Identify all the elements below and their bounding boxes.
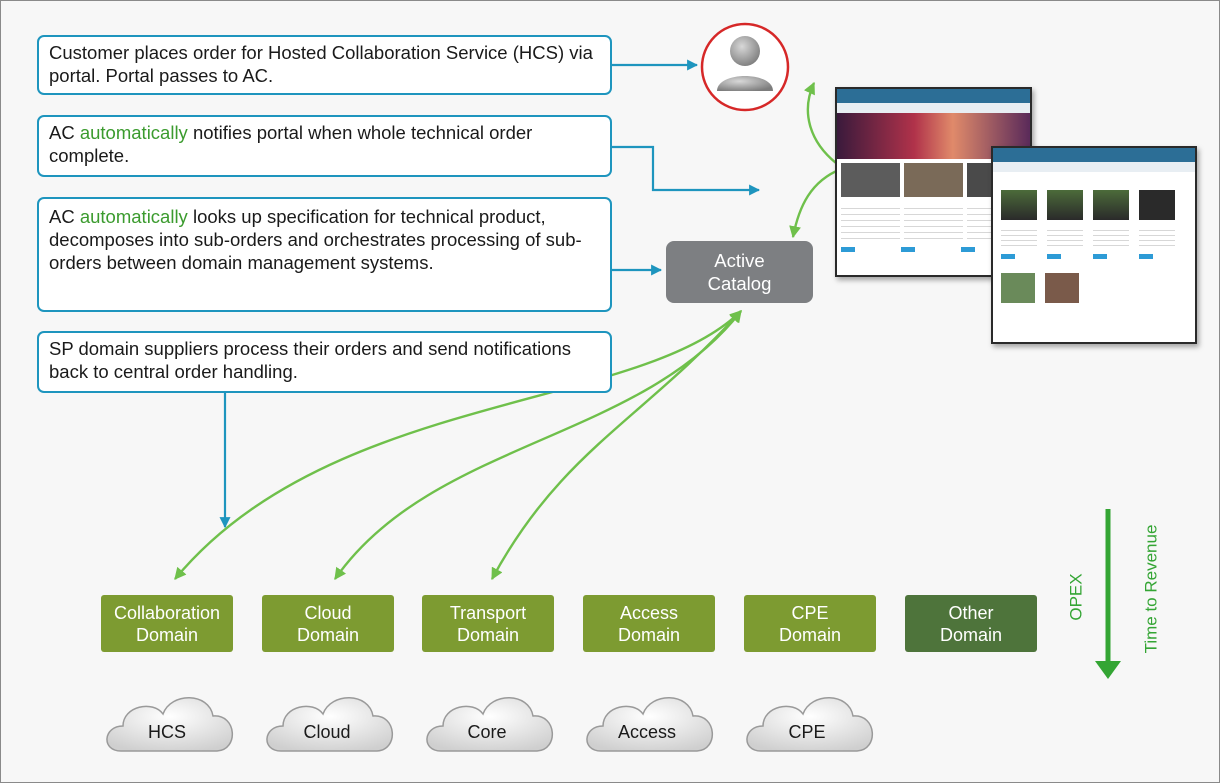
portal-catalog-arrow-down: [789, 167, 842, 239]
cloud-label-access: Access: [617, 722, 677, 742]
cloud-icon: [266, 697, 393, 752]
cloud-label-cpe: CPE: [788, 722, 826, 742]
portal-screenshot-front: [835, 87, 1032, 277]
time-to-revenue-label: Time to Revenue: [1141, 524, 1161, 654]
domain-line1: Cloud: [304, 602, 352, 623]
domain-line2: Domain: [456, 624, 519, 645]
note-highlight: automatically: [79, 206, 188, 227]
active-catalog-node: Active Catalog: [666, 241, 813, 303]
domain-line2: Domain: [135, 624, 198, 645]
note-text-start: AC: [49, 206, 80, 227]
domain-line2: Domain: [296, 624, 360, 645]
note-text: SP domain suppliers process their orders…: [49, 338, 572, 382]
cloud-label-hcs: HCS: [147, 722, 186, 742]
active-catalog-line2: Catalog: [707, 273, 772, 294]
domain-line2: Domain: [778, 624, 842, 645]
note2-to-portal-arrow: [611, 145, 761, 196]
domain-suppliers-note: SP domain suppliers process their orders…: [37, 331, 612, 393]
order-complete-note: AC automatically notifies portal when wh…: [37, 115, 612, 177]
domain-line1: Transport: [449, 602, 527, 623]
active-catalog-line1: Active: [714, 250, 765, 271]
cloud-icon: [106, 697, 233, 752]
domain-line1: Other: [948, 602, 994, 623]
note-highlight: automatically: [79, 122, 188, 143]
domain-line1: CPE: [791, 602, 829, 623]
cloud-icon: [586, 697, 713, 752]
cloud-icon: [426, 697, 553, 752]
note-text: Customer places order for Hosted Collabo…: [49, 42, 593, 86]
domain-line1: Collaboration: [113, 602, 221, 623]
opex-label: OPEX: [1066, 573, 1086, 621]
order-placement-note: Customer places order for Hosted Collabo…: [37, 35, 612, 95]
portal-screenshot-back: [991, 146, 1197, 344]
domain-line2: Domain: [939, 624, 1003, 645]
note-text-end: notifies portal when whole technical ord…: [49, 122, 533, 166]
note-text-start: AC: [49, 122, 80, 143]
customer-icon: [700, 22, 790, 112]
catalog-transport-arrow: [490, 310, 742, 581]
domain-line2: Domain: [617, 624, 681, 645]
note-text-end: looks up specification for technical pro…: [49, 206, 582, 273]
domain-line1: Access: [619, 602, 679, 623]
catalog-portal-arrow-up: [804, 81, 837, 164]
decomposition-note: AC automatically looks up specification …: [37, 197, 612, 312]
cloud-label-cloud: Cloud: [303, 722, 351, 742]
cloud-icon: [746, 697, 873, 752]
cloud-label-core: Core: [467, 722, 507, 742]
